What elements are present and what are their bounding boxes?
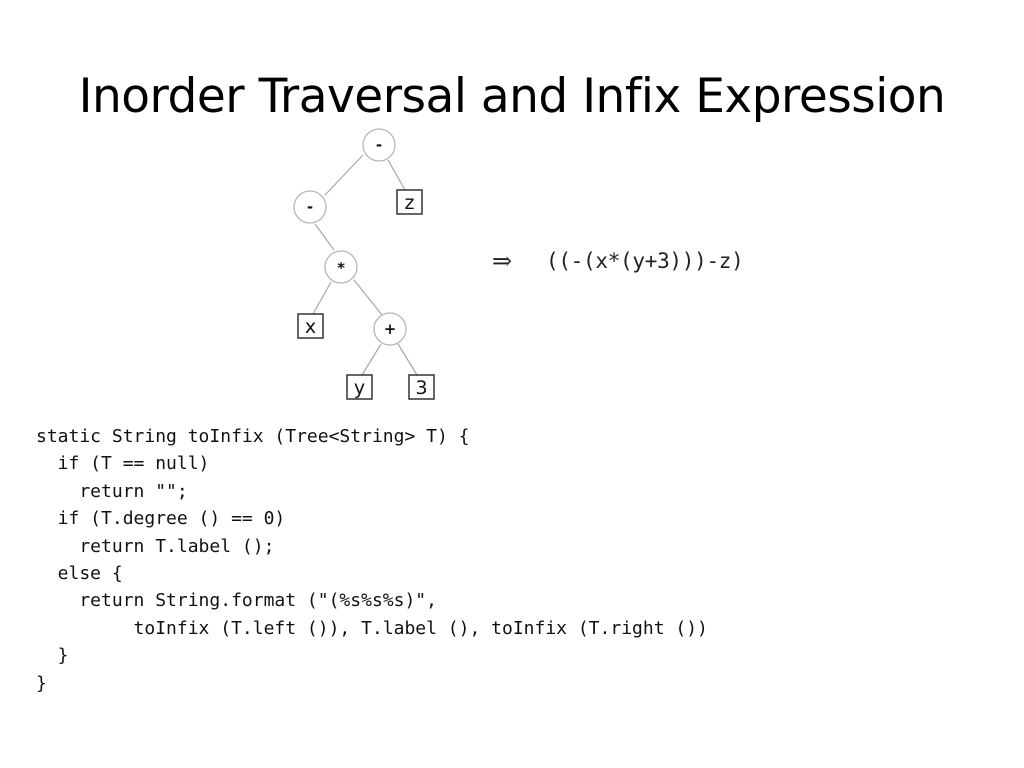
code-line: static String toInfix (Tree<String> T) { xyxy=(36,426,470,447)
code-line: else { xyxy=(36,562,123,584)
code-line: if (T.degree () == 0) xyxy=(36,508,286,530)
slide-title: Inorder Traversal and Infix Expression xyxy=(78,69,946,124)
tree-node-y-label: y xyxy=(354,377,365,399)
tree-node-root: - xyxy=(362,128,396,162)
expression-tree: - - z * x + y 3 xyxy=(293,128,435,400)
tree-node-x-label: x xyxy=(305,316,316,338)
tree-node-times-label: * xyxy=(337,259,345,277)
code-line: return String.format ("(%s%s%s)", xyxy=(36,590,437,612)
code-line: return ""; xyxy=(36,480,188,502)
tree-node-y: y xyxy=(346,374,373,400)
tree-node-minus: - xyxy=(293,190,327,224)
code-line: } xyxy=(36,672,47,694)
implies-arrow: ⇒ xyxy=(492,247,513,275)
tree-node-z: z xyxy=(396,189,423,215)
tree-node-times: * xyxy=(324,250,358,284)
edge-root-minus xyxy=(324,154,364,196)
tree-node-plus: + xyxy=(373,312,407,346)
code-block: static String toInfix (Tree<String> T) {… xyxy=(36,423,708,697)
edge-plus-y xyxy=(361,343,382,376)
infix-expression: ((-(x*(y+3)))-z) xyxy=(546,249,744,273)
tree-node-three: 3 xyxy=(408,374,435,400)
edge-times-plus xyxy=(353,279,383,316)
edge-minus-times xyxy=(314,223,335,251)
code-line: } xyxy=(36,645,69,667)
edge-root-z xyxy=(387,159,406,191)
code-line: return T.label (); xyxy=(36,535,275,557)
code-line: if (T == null) xyxy=(36,453,210,475)
edge-times-x xyxy=(312,281,332,315)
tree-node-minus-label: - xyxy=(307,198,313,216)
edge-plus-three xyxy=(397,343,418,376)
tree-node-x: x xyxy=(297,313,324,339)
tree-node-plus-label: + xyxy=(384,320,397,338)
tree-node-three-label: 3 xyxy=(415,377,427,399)
code-line: toInfix (T.left ()), T.label (), toInfix… xyxy=(36,617,708,639)
tree-node-root-label: - xyxy=(376,136,382,154)
tree-node-z-label: z xyxy=(405,192,415,214)
